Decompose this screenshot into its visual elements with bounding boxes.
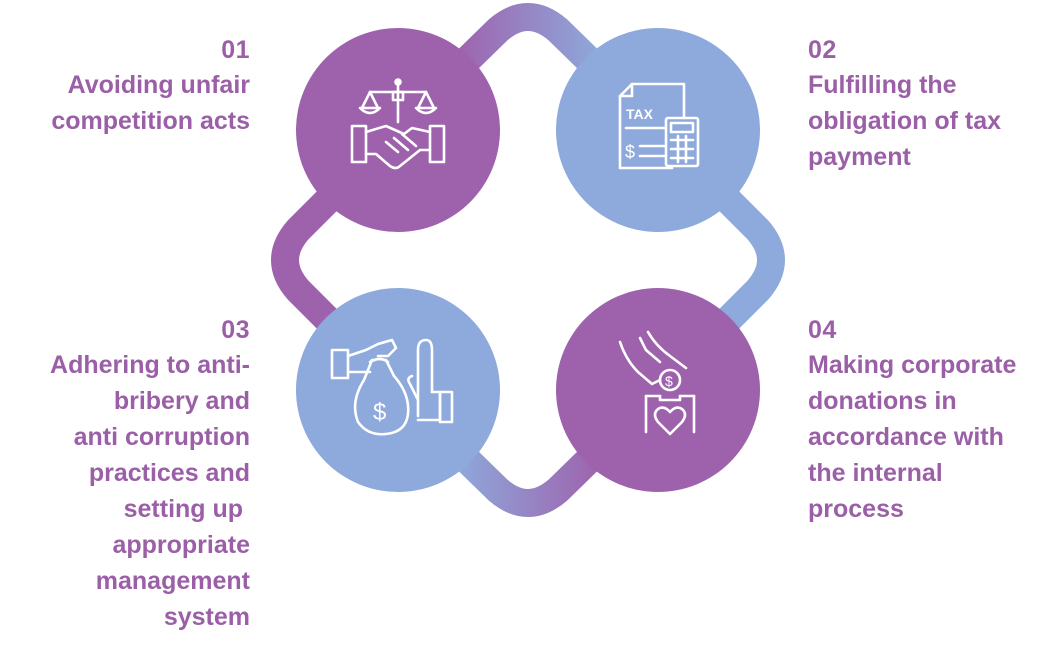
svg-text:$: $ [625, 142, 635, 162]
donation-box-heart-icon: $ [618, 330, 696, 436]
item-01-label-line: competition acts [51, 107, 250, 135]
item-03-label-line: setting up [123, 495, 250, 523]
item-03-label-line: anti corruption [73, 423, 250, 451]
item-04-label: Making corporate donations in accordance… [808, 347, 1053, 527]
item-02-text: 02 Fulfilling the obligation of tax paym… [808, 33, 1048, 175]
connector-ring [271, 3, 785, 517]
item-03-text: 03 Adhering to anti- bribery and anti co… [5, 313, 250, 635]
item-04-number: 04 [808, 316, 837, 344]
circle-02 [556, 28, 760, 232]
svg-text:$: $ [665, 373, 673, 389]
item-04-label-line: donations in [808, 387, 957, 415]
item-02-label-line: Fulfilling the [808, 71, 957, 99]
item-01-number: 01 [221, 36, 250, 64]
item-03-label-line: bribery and [113, 387, 250, 415]
scales-handshake-icon [350, 78, 446, 170]
item-03-label-line: management [95, 567, 250, 595]
item-02-label: Fulfilling the obligation of tax payment [808, 67, 1048, 175]
item-03-label-line: Adhering to anti- [50, 351, 250, 379]
tax-icon-text: TAX [626, 106, 654, 122]
item-04-label-line: process [808, 495, 904, 523]
item-03-label: Adhering to anti- bribery and anti corru… [5, 347, 250, 635]
item-04-label-line: the internal [808, 459, 943, 487]
item-01-label: Avoiding unfair competition acts [10, 67, 250, 139]
item-04-text: 04 Making corporate donations in accorda… [808, 313, 1053, 527]
circle-03 [296, 288, 500, 492]
circle-04 [556, 288, 760, 492]
money-bag-refusal-hand-icon: $ [330, 338, 454, 436]
item-02-number: 02 [808, 36, 837, 64]
item-04-label-line: Making corporate [808, 351, 1017, 379]
tax-document-calculator-icon: TAX $ [618, 82, 700, 170]
connector-right [702, 174, 785, 346]
connector-top [441, 3, 615, 86]
item-01-label-line: Avoiding unfair [67, 71, 250, 99]
item-02-label-line: payment [808, 143, 911, 171]
item-03-label-line: system [163, 603, 250, 631]
item-03-label-line: appropriate [112, 531, 250, 559]
item-02-label-line: obligation of tax [808, 107, 1002, 135]
connector-left [271, 174, 354, 346]
svg-text:$: $ [373, 399, 386, 426]
connector-bottom [441, 434, 615, 517]
item-03-label-line: practices and [88, 459, 250, 487]
item-01-text: 01 Avoiding unfair competition acts [10, 33, 250, 139]
item-04-label-line: accordance with [808, 423, 1004, 451]
item-03-number: 03 [221, 316, 250, 344]
